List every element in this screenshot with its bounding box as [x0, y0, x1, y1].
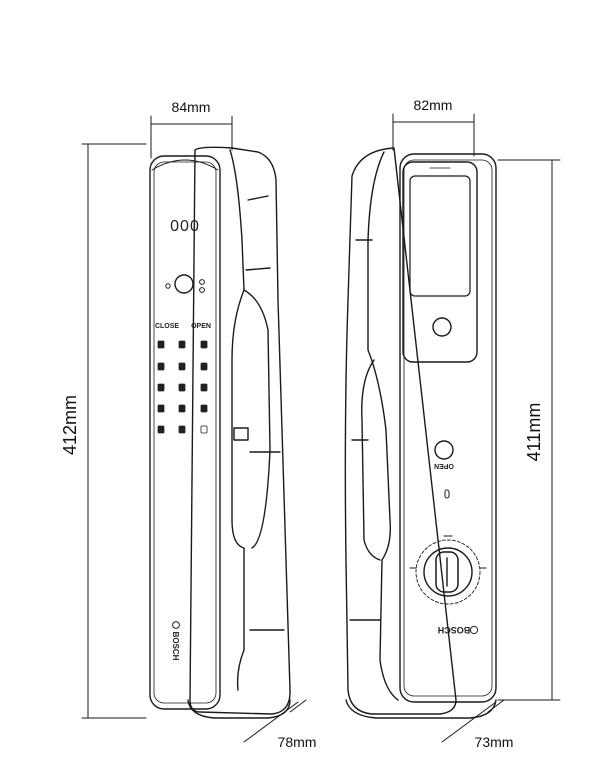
camera-button[interactable]	[432, 317, 452, 337]
back-width-label: 82mm	[414, 97, 453, 113]
keypad-key-3-0[interactable]	[157, 404, 165, 413]
dimension-lines	[81, 113, 561, 743]
keypad-key-3-2[interactable]	[200, 404, 208, 413]
back-height-label: 411mm	[524, 403, 544, 462]
front-face-inner	[153, 161, 217, 704]
keypad-key-1-0[interactable]	[157, 362, 165, 371]
front-latch-tab	[233, 427, 249, 441]
keypad-key-0-1[interactable]	[178, 340, 186, 349]
touch-screen[interactable]	[409, 175, 471, 297]
brand-back: BOSCH	[438, 625, 471, 635]
indicator-left-icon	[165, 283, 171, 289]
brand-logo-front-icon	[172, 621, 180, 629]
keypad-key-0-2[interactable]	[200, 340, 208, 349]
back-view	[344, 147, 497, 719]
keypad-key-2-1[interactable]	[178, 383, 186, 392]
open-label-front: OPEN	[191, 323, 211, 330]
thumb-turn-markers	[409, 535, 487, 569]
back-depth-label: 73mm	[475, 734, 514, 750]
front-width-label: 84mm	[172, 99, 211, 115]
keypad	[157, 340, 208, 434]
front-height-label: 412mm	[60, 395, 80, 455]
back-rear-shell	[344, 147, 457, 715]
brand-front: BOSCH	[171, 632, 180, 661]
screen-bezel	[402, 161, 478, 363]
back-panel-plate	[399, 153, 497, 703]
thumb-turn-handle[interactable]	[435, 551, 459, 593]
front-view	[149, 146, 291, 719]
front-depth-label: 78mm	[278, 734, 317, 750]
keypad-key-1-1[interactable]	[178, 362, 186, 371]
keypad-key-1-2[interactable]	[200, 362, 208, 371]
open-label-back: OPEN	[434, 462, 454, 469]
back-handle-inner	[361, 359, 381, 561]
status-led	[444, 489, 450, 499]
front-handle-detail	[245, 195, 285, 631]
front-rear-body	[189, 146, 291, 715]
keypad-key-2-2[interactable]	[200, 383, 208, 392]
back-panel-inner	[403, 159, 493, 697]
brand-logo-back-icon	[469, 625, 479, 635]
display-digits: 000	[170, 218, 200, 235]
back-handle-contour	[367, 151, 399, 701]
keypad-key-3-1[interactable]	[178, 404, 186, 413]
keypad-key-0-0[interactable]	[157, 340, 165, 349]
indicator-right-bottom-icon	[199, 287, 205, 293]
close-label: CLOSE	[155, 323, 179, 330]
fingerprint-sensor[interactable]	[174, 274, 194, 294]
back-handle-detail	[349, 239, 381, 621]
keypad-key-2-0[interactable]	[157, 383, 165, 392]
keypad-key-4-2[interactable]	[200, 425, 208, 434]
front-top-cap	[151, 159, 219, 171]
front-face-plate	[149, 155, 221, 710]
open-button[interactable]	[434, 440, 454, 460]
front-handle-contour	[229, 149, 245, 691]
front-handle-inner	[243, 289, 271, 549]
keypad-key-4-1[interactable]	[178, 425, 186, 434]
thumb-turn-outer[interactable]	[415, 539, 481, 605]
keypad-key-4-0[interactable]	[157, 425, 165, 434]
thumb-turn-ring	[423, 547, 473, 597]
indicator-right-top-icon	[199, 279, 205, 285]
